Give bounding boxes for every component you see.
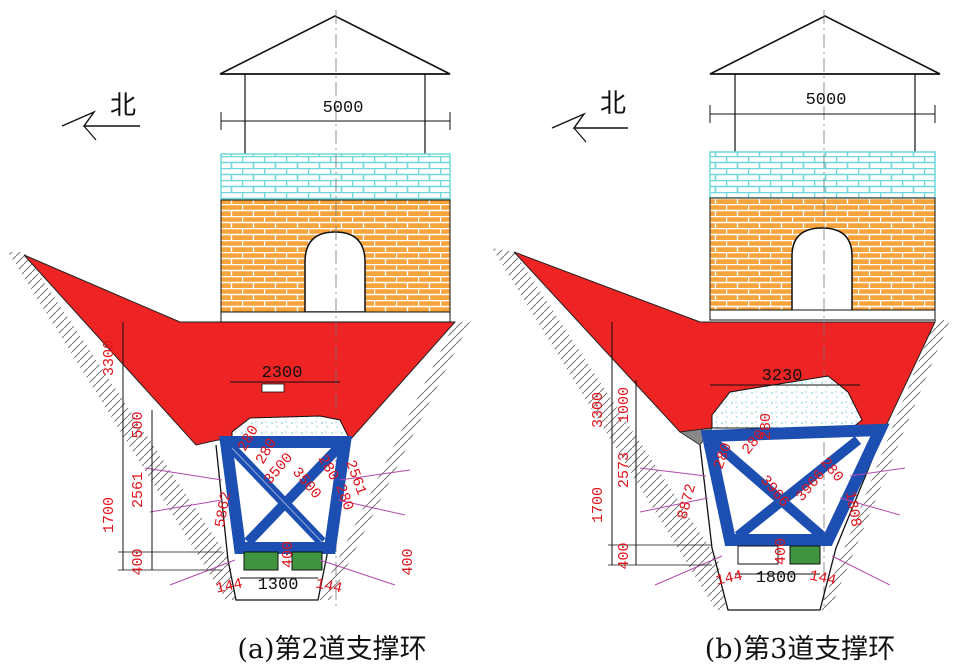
member-label: 400 xyxy=(280,541,297,568)
dim-height-total-a: 3300 xyxy=(101,340,118,376)
dim-h-mid-b: 2573 xyxy=(616,452,633,488)
roof xyxy=(219,15,451,75)
member-label: 8872 xyxy=(674,482,700,521)
dim-side-b-left: 144 xyxy=(714,567,744,589)
dim-bottom-width-b: 1800 xyxy=(756,569,797,588)
north-arrow-icon xyxy=(61,110,140,141)
cap-band xyxy=(709,151,936,199)
dim-h-bottom-b: 400 xyxy=(616,542,633,569)
dim-pit-width-a: 2300 xyxy=(262,364,303,383)
dim-h-top-a: 500 xyxy=(130,411,147,438)
member-label: 5862 xyxy=(212,490,235,528)
caption-a: (a)第2道支撑环 xyxy=(237,634,426,665)
cap-band xyxy=(220,153,451,201)
dim-bottom-width-a: 1300 xyxy=(258,576,299,595)
dim-h-main-a: 1700 xyxy=(101,497,118,533)
anchors-b xyxy=(639,467,906,586)
dim-top-width-a: 5000 xyxy=(323,99,364,118)
dim-pit-width-b: 3230 xyxy=(762,367,803,386)
dim-side-a-left: 144 xyxy=(214,575,244,597)
north-label-a: 北 xyxy=(110,91,136,121)
arch-door xyxy=(304,231,366,313)
base-slab-a xyxy=(243,551,279,571)
dim-side-a-right: 144 xyxy=(314,575,344,597)
ground-hatch-left xyxy=(492,248,726,610)
dim-h-mid-a: 2561 xyxy=(130,472,147,508)
dim-h-top-b: 1000 xyxy=(616,387,633,423)
north-label-b: 北 xyxy=(600,89,626,119)
support-ring-b xyxy=(700,423,890,546)
roof xyxy=(709,15,941,75)
dim-h-bottom-a: 400 xyxy=(130,548,147,575)
support-ring-a xyxy=(219,436,352,554)
anchors-a xyxy=(144,467,411,586)
concrete-cap-b xyxy=(711,375,863,429)
north-arrow-icon xyxy=(551,112,628,143)
arch-door xyxy=(791,227,853,313)
ground-hatch-left xyxy=(8,252,235,600)
member-label: 400 xyxy=(773,538,790,565)
panel-a: 5000 北 2300 1300 144 144 xyxy=(8,10,470,665)
ground-hatch-right xyxy=(318,322,470,600)
caption-b: (b)第3道支撑环 xyxy=(705,634,896,665)
member-label: 1808 xyxy=(841,490,864,528)
base-slab-b xyxy=(737,545,779,565)
dim-top-width-b: 5000 xyxy=(806,91,847,110)
dim-side-b-right: 144 xyxy=(808,567,838,589)
pit-outline-b xyxy=(699,427,886,611)
ground-hatch-right xyxy=(820,320,950,610)
panel-b: 5000 北 3230 1800 144 144 3300 1000 2573 … xyxy=(492,10,950,665)
member-label: 280 xyxy=(758,413,775,440)
dim-h-main-b: 1700 xyxy=(590,487,607,523)
dim-height-total-b: 3300 xyxy=(590,392,607,428)
dim-h-bottom-right-a: 400 xyxy=(400,548,417,575)
